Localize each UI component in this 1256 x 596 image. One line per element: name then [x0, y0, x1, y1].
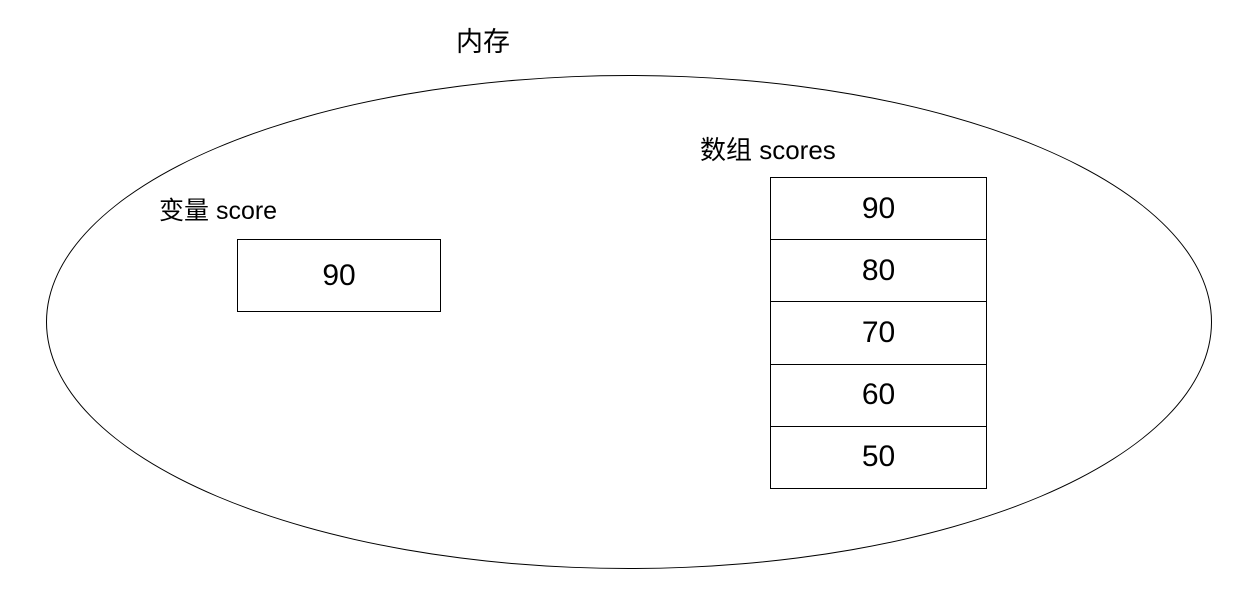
array-cell-value: 70 — [861, 316, 896, 349]
array-cell-4: 50 — [771, 425, 986, 488]
array-cell-0: 90 — [771, 178, 986, 239]
diagram-title: 内存 — [456, 27, 510, 57]
array-cell-value: 60 — [861, 378, 896, 412]
variable-value-box: 90 — [237, 239, 441, 312]
array-cell-value: 80 — [861, 253, 896, 287]
array-box: 90 80 70 60 50 — [770, 177, 987, 489]
array-cell-1: 80 — [771, 239, 986, 301]
variable-label: 变量 score — [159, 197, 278, 225]
array-label: 数组 scores — [700, 135, 836, 165]
array-cell-3: 60 — [771, 363, 986, 426]
variable-value: 90 — [322, 258, 356, 292]
memory-boundary-ellipse — [46, 75, 1212, 569]
array-cell-2: 70 — [771, 301, 986, 363]
array-cell-value: 50 — [861, 440, 896, 474]
array-cell-value: 90 — [861, 191, 896, 225]
